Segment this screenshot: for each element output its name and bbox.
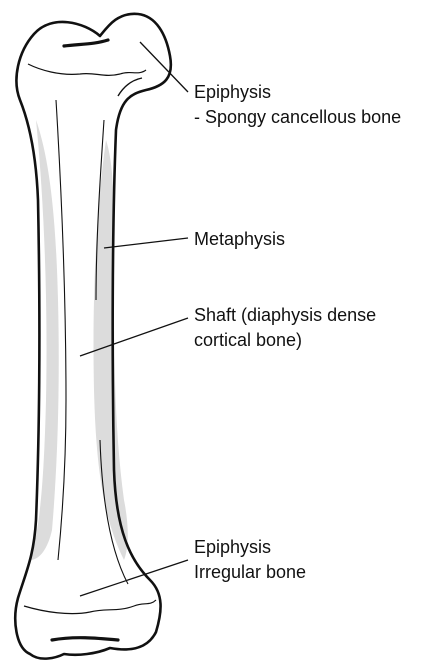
cortex-shading-left [30,120,59,560]
bottom-notch [52,638,118,640]
label-epiphysis-bottom: Epiphysis [194,536,271,558]
label-cortical-bone: cortical bone) [194,329,302,351]
label-spongy-cancellous-bone: - Spongy cancellous bone [194,106,401,128]
label-epiphysis-top: Epiphysis [194,81,271,103]
label-irregular-bone: Irregular bone [194,561,306,583]
leader-epiphysis-bottom [80,560,188,596]
label-metaphysis: Metaphysis [194,228,285,250]
top-notch [64,40,108,46]
leader-epiphysis-top [140,42,188,92]
top-growth-plate [28,64,146,75]
label-shaft: Shaft (diaphysis dense [194,304,376,326]
bottom-growth-plate [24,600,156,614]
leader-metaphysis [104,238,188,248]
bone-outline [15,14,171,659]
